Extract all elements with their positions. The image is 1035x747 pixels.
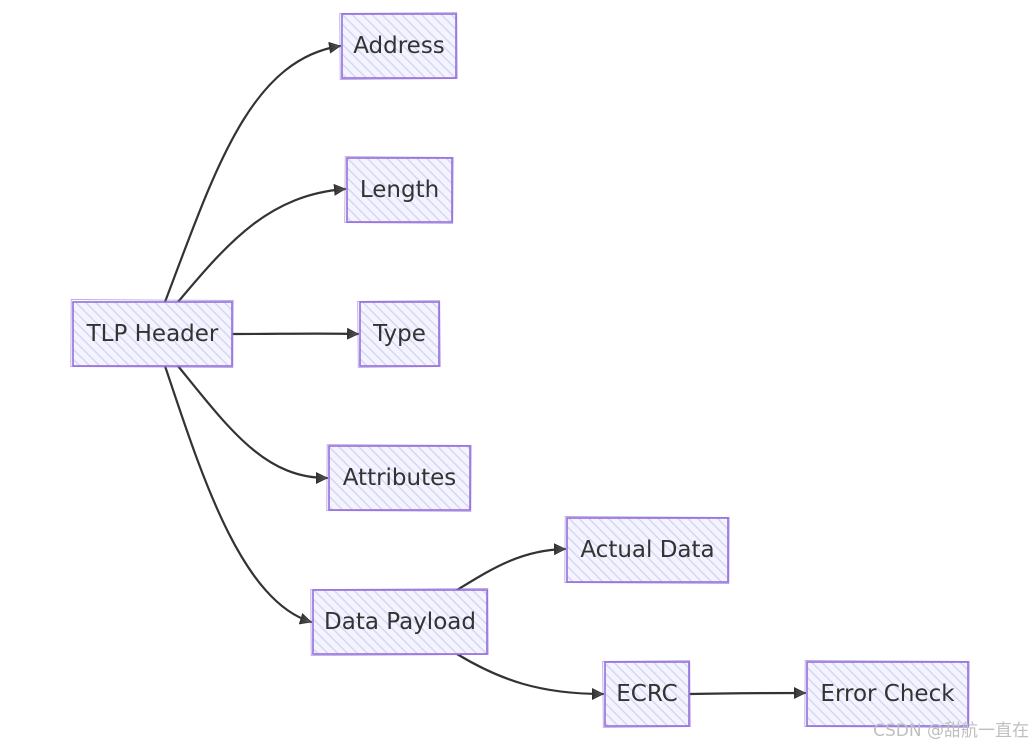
node-label-address: Address bbox=[353, 33, 445, 59]
node-attributes: Attributes bbox=[326, 444, 472, 512]
node-label-error-check: Error Check bbox=[820, 681, 955, 707]
node-type: Type bbox=[357, 300, 441, 368]
watermark-text: CSDN @甜航一直在 bbox=[873, 721, 1029, 741]
node-address: Address bbox=[339, 12, 458, 80]
node-length: Length bbox=[344, 156, 454, 224]
node-ecrc: ECRC bbox=[602, 660, 691, 728]
edge-tlp-header-to-data-payload bbox=[163, 364, 313, 625]
node-label-actual-data: Actual Data bbox=[580, 537, 714, 563]
edge-tlp-header-to-address bbox=[163, 41, 342, 304]
node-tlp-header: TLP Header bbox=[70, 299, 234, 368]
node-label-ecrc: ECRC bbox=[616, 681, 678, 707]
edge-tlp-header-to-attributes bbox=[176, 364, 329, 484]
node-label-length: Length bbox=[360, 177, 439, 203]
edge-data-payload-to-ecrc bbox=[455, 652, 605, 700]
node-error-check: Error Check bbox=[804, 660, 970, 728]
edge-data-payload-to-actual-data bbox=[455, 543, 567, 592]
edge-ecrc-to-error-check bbox=[688, 687, 807, 700]
node-label-data-payload: Data Payload bbox=[324, 609, 476, 635]
node-label-type: Type bbox=[372, 321, 426, 347]
node-label-attributes: Attributes bbox=[343, 465, 457, 491]
node-actual-data: Actual Data bbox=[564, 516, 730, 584]
node-data-payload: Data Payload bbox=[310, 588, 489, 656]
edge-tlp-header-to-length bbox=[176, 183, 347, 304]
node-label-tlp-header: TLP Header bbox=[86, 321, 219, 347]
